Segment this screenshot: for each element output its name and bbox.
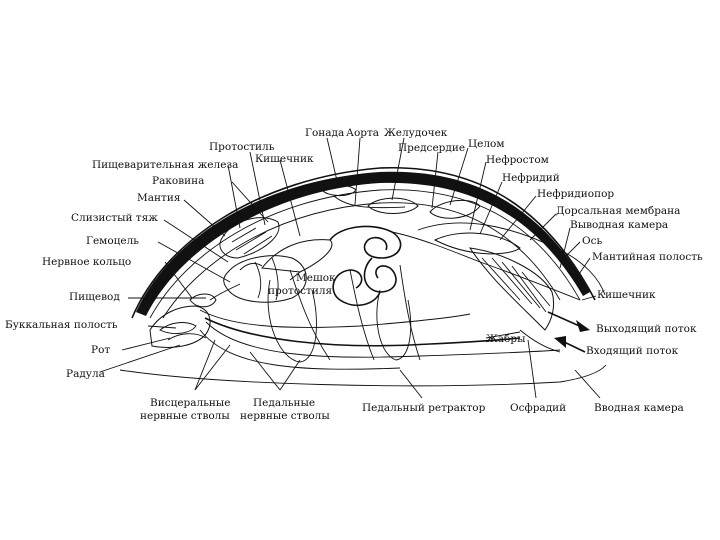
- label-dorsalnaya-membrana: Дорсальная мембрана: [556, 205, 680, 217]
- label-pishchevaritelnaya-zheleza: Пищеварительная железа: [92, 159, 238, 171]
- label-pedalnye-line1: Педальные: [253, 397, 315, 409]
- label-zhabry: Жабры: [486, 333, 525, 345]
- label-mantiynaya-polost: Мантийная полость: [592, 251, 703, 263]
- label-gemocel: Гемоцель: [86, 235, 139, 247]
- esophagus: [210, 284, 240, 300]
- nerve-ring: [190, 294, 216, 307]
- label-visceralnye-line1: Висцеральные: [150, 397, 231, 409]
- label-aorta: Аорта: [346, 127, 379, 139]
- label-meshok-line1: Мешок: [296, 272, 336, 284]
- label-visceralnye-line2: нервные стволы: [140, 410, 230, 422]
- label-zheludochek: Желудочек: [384, 127, 448, 139]
- label-nefrostom: Нефростом: [486, 154, 549, 166]
- kidney-outline: [435, 233, 520, 254]
- label-os: Ось: [582, 235, 602, 247]
- label-celom: Целом: [468, 138, 505, 150]
- gill: [470, 248, 554, 330]
- label-protostil: Протостиль: [209, 141, 275, 153]
- label-pedalnyy-retraktor: Педальный ретрактор: [362, 402, 486, 414]
- ventricle: [368, 198, 418, 213]
- visceral-nerve-1: [200, 310, 470, 327]
- label-meshok-line2: протостиля: [268, 285, 333, 297]
- label-pishchevod: Пищевод: [69, 291, 120, 303]
- intestine-coils: [330, 226, 401, 305]
- label-vvodnaya-kamera: Вводная камера: [594, 402, 684, 414]
- label-vykhodyashchiy-potok: Выходящий поток: [596, 323, 697, 335]
- label-mantiya: Мантия: [137, 192, 181, 204]
- label-nefridiopor: Нефридиопор: [537, 188, 614, 200]
- inhalant-arrowhead: [554, 336, 566, 348]
- label-vkhodyashchiy-potok: Входящий поток: [586, 345, 679, 357]
- label-pedalnye-line2: нервные стволы: [240, 410, 330, 422]
- label-kishechnik-top: Кишечник: [255, 153, 314, 165]
- label-kishechnik-right: Кишечник: [597, 289, 656, 301]
- label-nervnoe-kolco: Нервное кольцо: [42, 256, 131, 268]
- label-radula: Радула: [66, 368, 105, 380]
- osphradium: [520, 330, 560, 352]
- label-osfradiy: Осфрадий: [510, 402, 566, 414]
- label-bukkalnaya-polost: Буккальная полость: [5, 319, 118, 331]
- visceral-nerve-2: [205, 318, 520, 346]
- label-rot: Рот: [91, 344, 110, 356]
- label-rakovina: Раковина: [152, 175, 204, 187]
- label-vyvodnaya-kamera: Выводная камера: [570, 219, 668, 231]
- buccal-cavity: [160, 323, 196, 334]
- label-gonada: Гонада: [305, 127, 344, 139]
- label-predserdie: Предсердие: [398, 142, 465, 154]
- label-nefridiy: Нефридий: [502, 172, 560, 184]
- exhalant-arrowhead: [576, 320, 590, 332]
- label-slizistyy-tyazh: Слизистый тяж: [71, 212, 158, 224]
